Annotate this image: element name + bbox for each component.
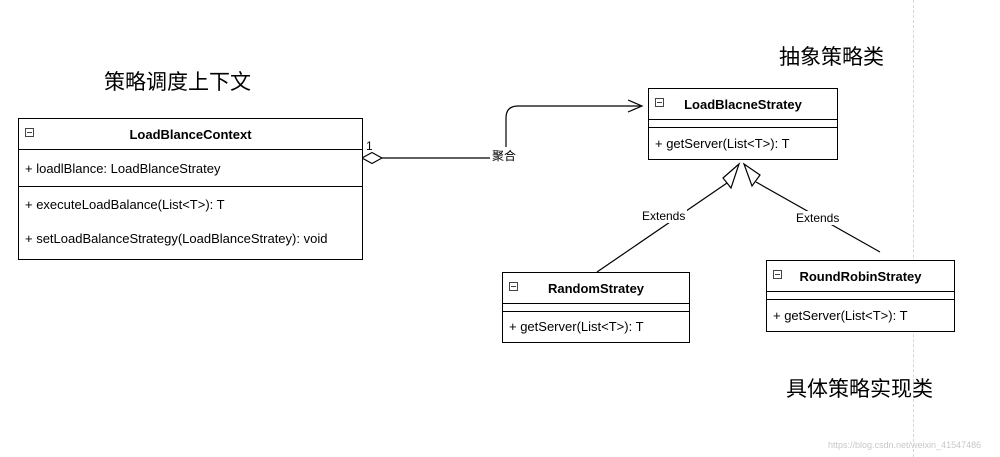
class-header: RoundRobinStratey: [767, 261, 954, 292]
attributes-section-empty: [649, 120, 837, 128]
aggregation-diamond: [360, 151, 384, 165]
aggregation-label: 聚合: [490, 147, 519, 164]
page-guide-dashed-line: [913, 0, 914, 457]
class-randomstratey[interactable]: RandomStratey + getServer(List<T>): T: [502, 272, 690, 343]
method: + executeLoadBalance(List<T>): T: [25, 197, 225, 212]
method: + getServer(List<T>): T: [773, 307, 908, 323]
method: + getServer(List<T>): T: [509, 319, 644, 334]
methods-section: + getServer(List<T>): T: [767, 300, 954, 330]
class-name: LoadBlacneStratey: [684, 96, 802, 112]
class-name: RoundRobinStratey: [799, 268, 922, 284]
aggregation-multiplicity: 1: [366, 139, 373, 153]
attributes-section-empty: [767, 292, 954, 300]
class-header: RandomStratey: [503, 273, 689, 304]
extends-line-random: [596, 182, 728, 273]
extends-arrowhead-random: [722, 162, 741, 190]
class-header: LoadBlanceContext: [19, 119, 362, 150]
attributes-section-empty: [503, 304, 689, 312]
collapse-icon[interactable]: [773, 270, 782, 279]
class-header: LoadBlacneStratey: [649, 89, 837, 120]
methods-section: + executeLoadBalance(List<T>): T + setLo…: [19, 187, 362, 246]
method: + getServer(List<T>): T: [655, 135, 790, 151]
concrete-strategy-heading: 具体策略实现类: [786, 377, 933, 401]
extends-label-random: Extends: [640, 209, 688, 223]
collapse-icon[interactable]: [509, 282, 518, 291]
class-loadblacnestratey[interactable]: LoadBlacneStratey + getServer(List<T>): …: [648, 88, 838, 160]
attributes-section: + loadlBlance: LoadBlanceStratey: [19, 150, 362, 187]
extends-label-roundrobin: Extends: [794, 211, 842, 225]
class-name: LoadBlanceContext: [129, 126, 252, 142]
methods-section: + getServer(List<T>): T: [649, 128, 837, 158]
class-name: RandomStratey: [547, 280, 645, 296]
methods-section: + getServer(List<T>): T: [503, 312, 689, 341]
attribute: + loadlBlance: LoadBlanceStratey: [25, 160, 221, 176]
class-loadblancecontext[interactable]: LoadBlanceContext + loadlBlance: LoadBla…: [18, 118, 363, 260]
class-roundrobinstratey[interactable]: RoundRobinStratey + getServer(List<T>): …: [766, 260, 955, 332]
collapse-icon[interactable]: [25, 128, 34, 137]
extends-arrowhead-roundrobin: [742, 162, 761, 188]
watermark-text: https://blog.csdn.net/weixin_41547486: [828, 440, 982, 450]
collapse-icon[interactable]: [655, 98, 664, 107]
abstract-strategy-heading: 抽象策略类: [779, 45, 884, 69]
context-heading: 策略调度上下文: [104, 70, 251, 94]
aggregation-arrowhead: [627, 99, 644, 113]
method: + setLoadBalanceStrategy(LoadBlanceStrat…: [25, 231, 328, 246]
